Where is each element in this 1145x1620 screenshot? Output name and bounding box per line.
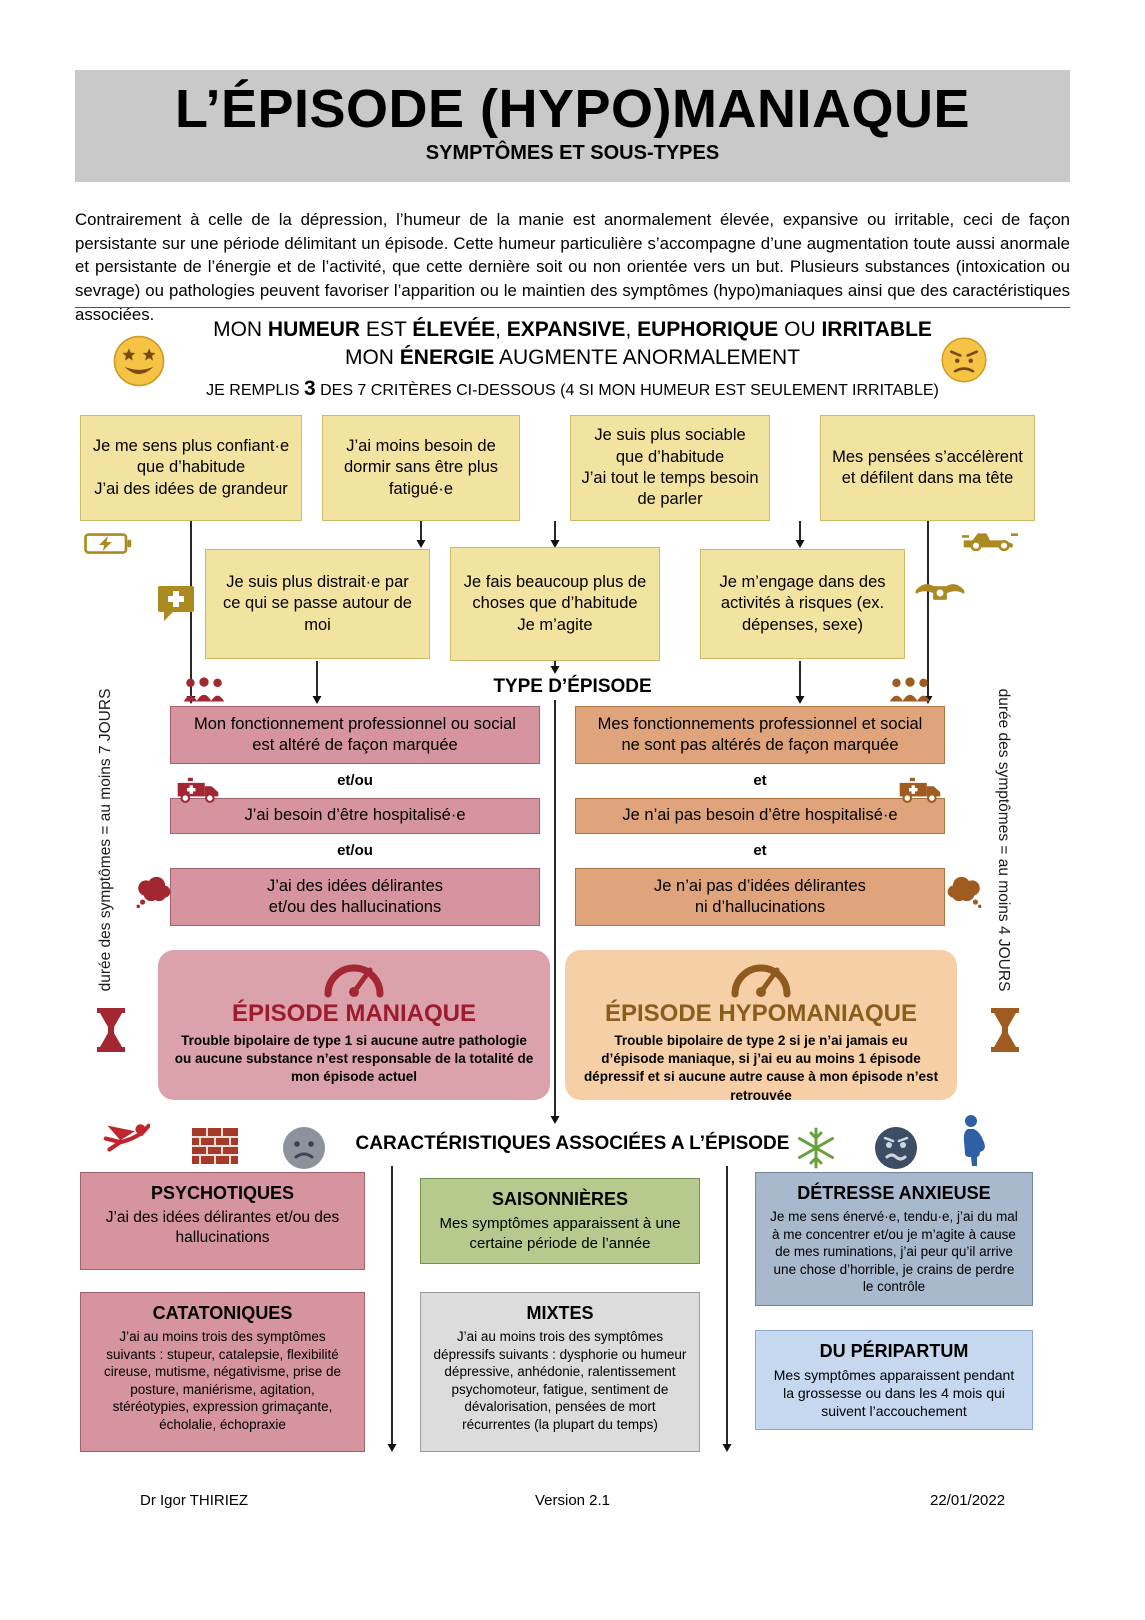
hourglass-icon-manic: [96, 1008, 126, 1052]
sad-face-icon: [282, 1126, 326, 1170]
hourglass-icon-hypomanic: [990, 1008, 1020, 1052]
hypomanic-hospital-box: Je n’ai pas besoin d’être hospitalisé·e: [575, 798, 945, 834]
footer-date: 22/01/2022: [930, 1492, 1006, 1509]
intro-paragraph: Contrairement à celle de la dépression, …: [75, 209, 1070, 325]
hypomanic-impairment-box: Mes fonctionnements professionnel et soc…: [575, 706, 945, 764]
hypomanic-connector-1: et: [753, 772, 767, 789]
criterion-box-racing-thoughts: Mes pensées s’accélèrent et défilent dan…: [820, 415, 1035, 521]
mood-headline: MON HUMEUR EST ÉLEVÉE, EXPANSIVE, EUPHOR…: [213, 318, 932, 341]
title-banner: L’ÉPISODE (HYPO)MANIAQUE SYMPTÔMES ET SO…: [75, 70, 1070, 182]
speedometer-icon-manic: [318, 958, 390, 998]
feature-text: J’ai au moins trois des symptômes suivan…: [103, 1329, 342, 1432]
feature-title: PSYCHOTIQUES: [150, 1183, 295, 1203]
ambulance-icon-manic: [176, 776, 220, 805]
pregnant-woman-icon: [960, 1114, 986, 1170]
page-subtitle: SYMPTÔMES ET SOUS-TYPES: [425, 142, 720, 164]
manic-episode-card: ÉPISODE MANIAQUE Trouble bipolaire de ty…: [158, 950, 550, 1100]
feature-title: DU PÉRIPARTUM: [819, 1341, 969, 1361]
star-struck-face-icon: [112, 334, 166, 388]
feature-box-anxious-distress: DÉTRESSE ANXIEUSE Je me sens énervé·e, t…: [755, 1172, 1033, 1306]
criteria-rule-headline: JE REMPLIS 3 DES 7 CRITÈRES CI-DESSOUS (…: [206, 377, 939, 400]
manic-connector-1: et/ou: [337, 772, 373, 789]
race-car-icon: [962, 528, 1018, 551]
group-icon-manic: [182, 676, 226, 705]
page-title: L’ÉPISODE (HYPO)MANIAQUE: [174, 79, 971, 139]
feature-title: DÉTRESSE ANXIEUSE: [797, 1183, 991, 1203]
irritated-face-icon: [940, 336, 988, 384]
feature-text: Mes symptômes apparaissent pendant la gr…: [773, 1367, 1015, 1420]
criterion-box-risk: Je m’engage dans des activités à risques…: [700, 549, 905, 659]
feature-box-seasonal: SAISONNIÈRES Mes symptômes apparaissent …: [420, 1178, 700, 1264]
feature-title: CATATONIQUES: [152, 1303, 293, 1323]
footer-author: Dr Igor THIRIEZ: [140, 1492, 249, 1509]
battery-charging-icon: [84, 530, 132, 557]
criterion-box-confidence: Je me sens plus confiant·e que d’habitud…: [80, 415, 302, 521]
energy-headline: MON ÉNERGIE AUGMENTE ANORMALEMENT: [344, 346, 801, 369]
manic-connector-2: et/ou: [337, 842, 373, 859]
feature-box-mixed: MIXTES J’ai au moins trois des symptômes…: [420, 1292, 700, 1452]
episode-type-heading: TYPE D’ÉPISODE: [493, 676, 652, 697]
hypomanic-episode-title: ÉPISODE HYPOMANIAQUE: [604, 1000, 918, 1027]
thought-cloud-icon-manic: [132, 876, 174, 909]
feature-text: J’ai des idées délirantes et/ou des hall…: [105, 1209, 340, 1247]
features-heading: CARACTÉRISTIQUES ASSOCIÉES A L’ÉPISODE: [355, 1133, 790, 1154]
feature-title: SAISONNIÈRES: [491, 1189, 629, 1209]
divider-line: [75, 307, 1070, 308]
snowflake-icon: [794, 1126, 838, 1170]
superhero-icon: [98, 1122, 150, 1155]
criterion-box-sleep: J’ai moins besoin de dormir sans être pl…: [322, 415, 520, 521]
criterion-box-distractibility: Je suis plus distrait·e par ce qui se pa…: [205, 549, 430, 659]
hypomanic-duration-label: durée des symptômes = au moins 4 JOURS: [995, 688, 1012, 992]
hypomanic-connector-2: et: [753, 842, 767, 859]
hypomanic-episode-description: Trouble bipolaire de type 2 si je n’ai j…: [583, 1033, 939, 1103]
manic-duration-label: durée des symptômes = au moins 7 JOURS: [97, 688, 114, 992]
manic-episode-title: ÉPISODE MANIAQUE: [231, 1000, 477, 1027]
winged-money-icon: [912, 580, 968, 606]
hypomanic-episode-card: ÉPISODE HYPOMANIAQUE Trouble bipolaire d…: [565, 950, 957, 1103]
feature-text: Mes symptômes apparaissent à une certain…: [439, 1215, 681, 1252]
speech-bubble-plus-icon: [156, 584, 196, 622]
feature-box-catatonic: CATATONIQUES J’ai au moins trois des sym…: [80, 1292, 365, 1452]
manic-episode-description: Trouble bipolaire de type 1 si aucune au…: [174, 1033, 534, 1085]
feature-text: J’ai au moins trois des symptômes dépres…: [433, 1329, 687, 1432]
hypomanic-delusions-box: Je n’ai pas d’idées délirantes ni d’hall…: [575, 868, 945, 926]
manic-hospital-box: J’ai besoin d’être hospitalisé·e: [170, 798, 540, 834]
feature-text: Je me sens énervé·e, tendu·e, j’ai du ma…: [770, 1209, 1018, 1295]
criterion-box-sociability: Je suis plus sociable que d’habitude J’a…: [570, 415, 770, 521]
criterion-box-activity: Je fais beaucoup plus de choses que d’ha…: [450, 547, 660, 661]
feature-box-psychotic: PSYCHOTIQUES J’ai des idées délirantes e…: [80, 1172, 365, 1270]
manic-impairment-box: Mon fonctionnement professionnel ou soci…: [170, 706, 540, 764]
brick-wall-icon: [192, 1128, 238, 1164]
speedometer-icon-hypomanic: [725, 958, 797, 998]
group-icon-hypomanic: [888, 676, 932, 705]
thought-cloud-icon-hypomanic: [944, 876, 986, 909]
feature-title: MIXTES: [526, 1303, 594, 1323]
feature-box-peripartum: DU PÉRIPARTUM Mes symptômes apparaissent…: [755, 1330, 1033, 1430]
manic-delusions-box: J’ai des idées délirantes et/ou des hall…: [170, 868, 540, 926]
footer-version: Version 2.1: [534, 1492, 611, 1509]
worried-face-icon: [874, 1126, 918, 1170]
ambulance-icon-hypomanic: [898, 776, 942, 805]
